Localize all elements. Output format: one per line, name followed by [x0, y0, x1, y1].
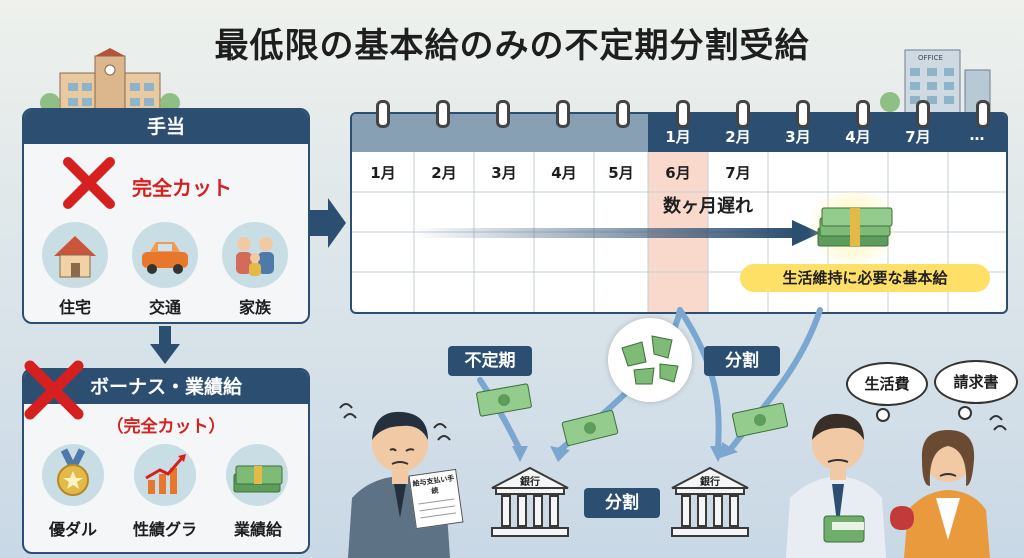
binder-ring	[796, 100, 810, 128]
salary-calendar: 1月 2月 3月 4月 7月 … 1月 2月 3月 4月 5月 6月 7月 数ヶ…	[350, 112, 1008, 314]
top-month: …	[969, 126, 985, 144]
delay-label: 数ヶ月遅れ	[663, 196, 753, 217]
thought-dot	[958, 406, 972, 420]
school-building-icon	[40, 48, 180, 118]
calendar-month: 7月	[725, 164, 751, 182]
office-building-icon: OFFICE	[880, 49, 991, 115]
delay-arrow-icon	[412, 220, 820, 246]
bank-label: 銀行	[520, 477, 540, 488]
medal-icon	[42, 444, 104, 506]
right-arrow-icon	[310, 198, 346, 248]
binder-ring	[736, 100, 750, 128]
top-month: 1月	[665, 128, 691, 146]
binder-ring	[916, 100, 930, 128]
thought-bubble-living: 生活費	[846, 362, 928, 406]
calendar-month: 6月	[665, 164, 691, 182]
binder-ring	[856, 100, 870, 128]
allowance-label-family: 家族	[238, 298, 271, 317]
top-month: 7月	[905, 128, 931, 146]
allowances-panel: 手当 完全カット 住宅 交通 家族	[22, 108, 310, 324]
bonus-label-performance: 業績給	[233, 520, 282, 539]
thought-dot	[876, 408, 890, 422]
binder-ring	[496, 100, 510, 128]
binder-ring	[436, 100, 450, 128]
split-label-right: 分割	[704, 346, 780, 376]
binder-ring	[376, 100, 390, 128]
basic-salary-label: 生活維持に必要な基本給	[740, 264, 990, 292]
top-month: 2月	[725, 128, 751, 146]
svg-text:OFFICE: OFFICE	[918, 54, 943, 62]
cash-stack-icon	[226, 444, 288, 506]
allowance-label-transport: 交通	[148, 298, 181, 317]
irregular-label: 不定期	[448, 346, 532, 376]
bonus-cut-label: （完全カット）	[106, 417, 226, 437]
car-icon	[132, 222, 198, 288]
allowance-label-housing: 住宅	[58, 298, 91, 317]
house-icon	[42, 222, 108, 288]
calendar-month: 2月	[431, 164, 457, 182]
down-arrow-icon	[150, 326, 180, 364]
allowances-cut-label: 完全カット	[132, 176, 232, 200]
allowances-header: 手当	[24, 110, 308, 144]
worried-couple-illustration	[786, 413, 1007, 558]
top-month: 4月	[845, 128, 871, 146]
money-stack-icon	[817, 207, 893, 247]
thought-bubble-bill: 請求書	[934, 360, 1018, 404]
payment-document-icon: 給与支払い手続	[408, 468, 464, 530]
top-month: 3月	[785, 128, 811, 146]
torn-money-icon	[608, 318, 692, 402]
red-x-icon	[63, 157, 115, 209]
bar-chart-icon	[134, 444, 196, 506]
banknote-icon	[561, 410, 619, 446]
bonus-label-medal: 優ダル	[48, 520, 97, 539]
calendar-month: 1月	[370, 164, 396, 182]
document-label: 給与支払い手続	[412, 474, 455, 496]
family-icon	[222, 222, 288, 288]
page-title: 最低限の基本給のみの不定期分割受給	[214, 26, 810, 66]
bank-building-left: 銀行	[488, 466, 572, 540]
calendar-month: 5月	[608, 164, 634, 182]
binder-ring	[556, 100, 570, 128]
calendar-month: 3月	[491, 164, 517, 182]
banknote-icon	[476, 383, 532, 417]
binder-ring	[976, 100, 990, 128]
calendar-month: 4月	[551, 164, 577, 182]
bank-building-right: 銀行	[668, 466, 752, 540]
split-label-bottom: 分割	[584, 488, 660, 518]
red-x-icon	[24, 360, 84, 420]
binder-ring	[676, 100, 690, 128]
binder-ring	[616, 100, 630, 128]
worried-worker-illustration	[339, 403, 451, 558]
bank-label: 銀行	[700, 477, 720, 488]
banknote-icon	[731, 402, 789, 438]
bonus-label-graph: 性績グラ	[132, 520, 197, 539]
